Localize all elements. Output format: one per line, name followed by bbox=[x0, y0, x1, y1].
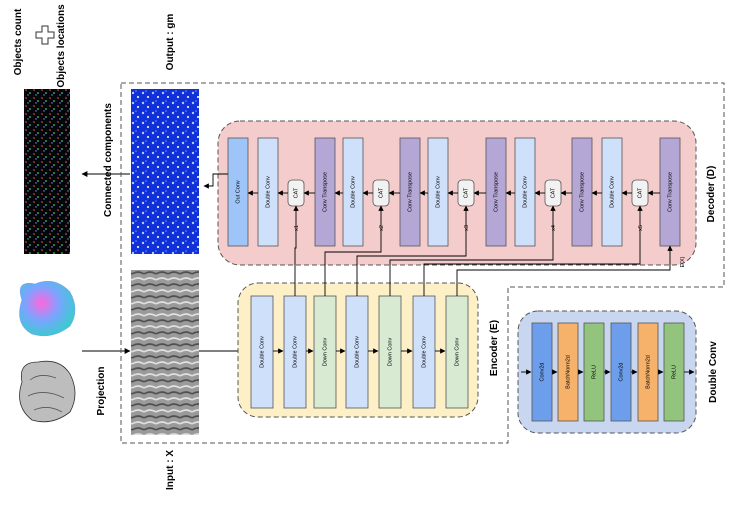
cat-node-4: CAT bbox=[544, 179, 562, 207]
conv2d-2-label: Conv2d bbox=[618, 363, 624, 382]
out-conv-block-label: Out Conv bbox=[235, 180, 241, 203]
objects-locations-label: Objects locations bbox=[56, 4, 67, 88]
decoder-double-conv-5: Double Conv bbox=[601, 137, 623, 247]
plus-icon bbox=[35, 25, 55, 45]
encoder-double-conv-2: Double Conv bbox=[283, 295, 307, 409]
down-conv-1-label: Down Conv bbox=[322, 338, 328, 367]
conv2d-2: Conv2d bbox=[610, 322, 632, 422]
decoder-double-conv-2-label: Double Conv bbox=[350, 176, 356, 208]
conv2d-1: Conv2d bbox=[531, 322, 553, 422]
decoder-double-conv-1: Double Conv bbox=[257, 137, 279, 247]
skip-label-x4: x4 bbox=[551, 225, 557, 231]
down-conv-3: Down Conv bbox=[445, 295, 469, 409]
conv-transpose-3: Conv Transpose bbox=[485, 137, 507, 247]
conv-transpose-1: Conv Transpose bbox=[314, 137, 336, 247]
down-conv-1: Down Conv bbox=[313, 295, 337, 409]
decoder-double-conv-3: Double Conv bbox=[427, 137, 449, 247]
conv-transpose-4-label: Conv Transpose bbox=[579, 172, 585, 212]
ex-label: E(X) bbox=[680, 256, 686, 267]
conv-transpose-5-label: Conv Transpose bbox=[667, 172, 673, 212]
conv2d-1-label: Conv2d bbox=[539, 363, 545, 382]
output-label: Output : gm bbox=[165, 14, 176, 71]
decoder-double-conv-5-label: Double Conv bbox=[609, 176, 615, 208]
skip-label-x2: x2 bbox=[379, 225, 385, 231]
cat-node-3: CAT bbox=[457, 179, 475, 207]
gray-3d-object-image bbox=[19, 360, 76, 423]
encoder-double-conv-4-label: Double Conv bbox=[421, 336, 427, 368]
relu-1: ReLU bbox=[583, 322, 605, 422]
conv-transpose-2-label: Conv Transpose bbox=[407, 172, 413, 212]
conv-transpose-4: Conv Transpose bbox=[571, 137, 593, 247]
network-boundary bbox=[120, 82, 725, 444]
colored-3d-object-image bbox=[19, 281, 76, 337]
down-conv-2-label: Down Conv bbox=[387, 338, 393, 367]
batchnorm2d-2-label: BatchNorm2d bbox=[645, 355, 651, 389]
decoder-double-conv-4-label: Double Conv bbox=[522, 176, 528, 208]
batchnorm2d-1-label: BatchNorm2d bbox=[565, 355, 571, 389]
skip-label-x3: x3 bbox=[464, 225, 470, 231]
cat-node-label: CAT bbox=[463, 187, 469, 198]
cat-node-label: CAT bbox=[637, 187, 643, 198]
decoder-double-conv-4: Double Conv bbox=[514, 137, 536, 247]
objects-count-label: Objects count bbox=[13, 8, 24, 75]
input-label: Input : X bbox=[165, 450, 176, 490]
cat-node-2: CAT bbox=[372, 179, 390, 207]
conv-transpose-5: Conv Transpose bbox=[659, 137, 681, 247]
encoder-double-conv-4: Double Conv bbox=[412, 295, 436, 409]
batchnorm2d-2: BatchNorm2d bbox=[637, 322, 659, 422]
down-conv-3-label: Down Conv bbox=[454, 338, 460, 367]
batchnorm2d-1: BatchNorm2d bbox=[557, 322, 579, 422]
decoder-double-conv-3-label: Double Conv bbox=[435, 176, 441, 208]
decoder-double-conv-2: Double Conv bbox=[342, 137, 364, 247]
encoder-double-conv-1: Double Conv bbox=[250, 295, 274, 409]
conv-transpose-1-label: Conv Transpose bbox=[322, 172, 328, 212]
encoder-double-conv-2-label: Double Conv bbox=[292, 336, 298, 368]
conv-transpose-3-label: Conv Transpose bbox=[493, 172, 499, 212]
encoder-double-conv-3-label: Double Conv bbox=[354, 336, 360, 368]
relu-1-label: ReLU bbox=[591, 365, 597, 379]
cat-node-label: CAT bbox=[550, 187, 556, 198]
encoder-double-conv-1-label: Double Conv bbox=[259, 336, 265, 368]
decoder-double-conv-1-label: Double Conv bbox=[265, 176, 271, 208]
decoder-label: Decoder (D) bbox=[706, 166, 717, 223]
input-image bbox=[131, 270, 199, 435]
gm-output-image bbox=[131, 89, 199, 254]
objects-output-image bbox=[24, 89, 70, 254]
projection-label: Projection bbox=[96, 367, 107, 416]
cat-node-1: CAT bbox=[287, 179, 305, 207]
relu-2: ReLU bbox=[663, 322, 685, 422]
down-conv-2: Down Conv bbox=[378, 295, 402, 409]
out-conv-block: Out Conv bbox=[227, 137, 249, 247]
double-conv-detail-label: Double Conv bbox=[708, 341, 719, 403]
conv-transpose-2: Conv Transpose bbox=[399, 137, 421, 247]
cat-node-label: CAT bbox=[293, 187, 299, 198]
skip-label-x5: x5 bbox=[638, 225, 644, 231]
relu-2-label: ReLU bbox=[671, 365, 677, 379]
connected-components-label: Connected components bbox=[103, 103, 114, 217]
encoder-double-conv-3: Double Conv bbox=[345, 295, 369, 409]
cat-node-5: CAT bbox=[631, 179, 649, 207]
skip-label-x1: x1 bbox=[294, 225, 300, 231]
cat-node-label: CAT bbox=[378, 187, 384, 198]
encoder-label: Encoder (E) bbox=[489, 320, 500, 376]
